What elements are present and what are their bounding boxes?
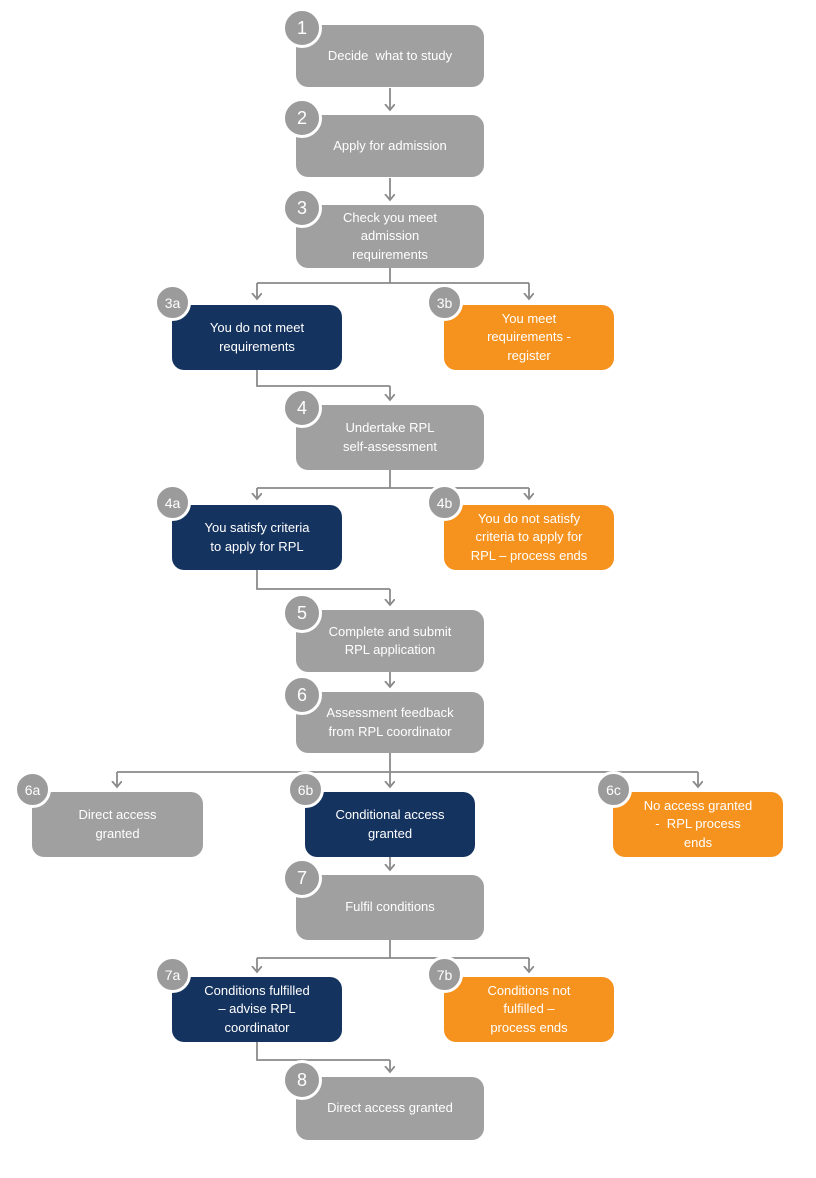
step-badge-6: 6 [282,675,322,715]
step-badge-7a: 7a [154,956,191,993]
step-badge-8: 8 [282,1060,322,1100]
step-label-6c: No access granted - RPL process ends [643,798,753,850]
step-badge-6a: 6a [14,771,51,808]
step-label-4: Undertake RPL self-assessment [343,420,437,454]
flow-node-3b: 3b You meet requirements - register [426,284,614,370]
step-badge-7b: 7b [426,956,463,993]
step-badge-3: 3 [282,188,322,228]
flow-node-2: 2 Apply for admission [282,98,484,177]
step-label-8: Direct access granted [327,1100,453,1116]
flow-node-6: 6 Assessment feedback from RPL coordinat… [282,675,484,753]
step-label-3: Check you meet admission requirements [343,210,437,262]
flow-node-6b: 6b Conditional access granted [287,771,475,857]
step-label-6: Assessment feedback from RPL coordinator [326,705,454,739]
step-badge-6c: 6c [595,771,632,808]
flow-node-3a: 3a You do not meet requirements [154,284,342,370]
flow-node-3: 3 Check you meet admission requirements [282,188,484,268]
step-label-4b: You do not satisfy criteria to apply for… [470,511,588,563]
step-badge-4: 4 [282,388,322,428]
step-badge-7: 7 [282,858,322,898]
step-badge-4b: 4b [426,484,463,521]
flow-node-7b: 7b Conditions not fulfilled – process en… [426,956,614,1042]
step-label-6a: Direct access granted [78,807,157,841]
step-label-7a: Conditions fulfilled – advise RPL coordi… [204,983,310,1035]
step-label-2: Apply for admission [333,137,447,153]
step-label-7b: Conditions not fulfilled – process ends [487,983,571,1035]
step-badge-3a: 3a [154,284,191,321]
step-label-3a: You do not meet requirements [209,320,305,354]
step-badge-1: 1 [282,8,322,48]
flow-node-1: 1 Decide what to study [282,8,484,87]
step-badge-5: 5 [282,593,322,633]
flow-node-8: 8 Direct access granted [282,1060,484,1140]
step-label-7: Fulfil conditions [345,899,435,915]
step-label-6b: Conditional access granted [335,807,445,841]
step-badge-2: 2 [282,98,322,138]
flow-node-7a: 7a Conditions fulfilled – advise RPL coo… [154,956,342,1042]
step-label-5: Complete and submit RPL application [328,623,452,657]
flow-node-4a: 4a You satisfy criteria to apply for RPL [154,484,342,570]
step-label-3b: You meet requirements - register [487,311,571,363]
step-badge-4a: 4a [154,484,191,521]
step-label-1: Decide what to study [327,47,453,63]
flow-node-5: 5 Complete and submit RPL application [282,593,484,672]
flow-node-6c: 6c No access granted - RPL process ends [595,771,783,857]
flow-node-7: 7 Fulfil conditions [282,858,484,940]
flow-node-4b: 4b You do not satisfy criteria to apply … [426,484,614,570]
flow-node-4: 4 Undertake RPL self-assessment [282,388,484,470]
step-label-4a: You satisfy criteria to apply for RPL [204,520,310,554]
flow-node-6a: 6a Direct access granted [14,771,203,857]
step-badge-6b: 6b [287,771,324,808]
step-badge-3b: 3b [426,284,463,321]
